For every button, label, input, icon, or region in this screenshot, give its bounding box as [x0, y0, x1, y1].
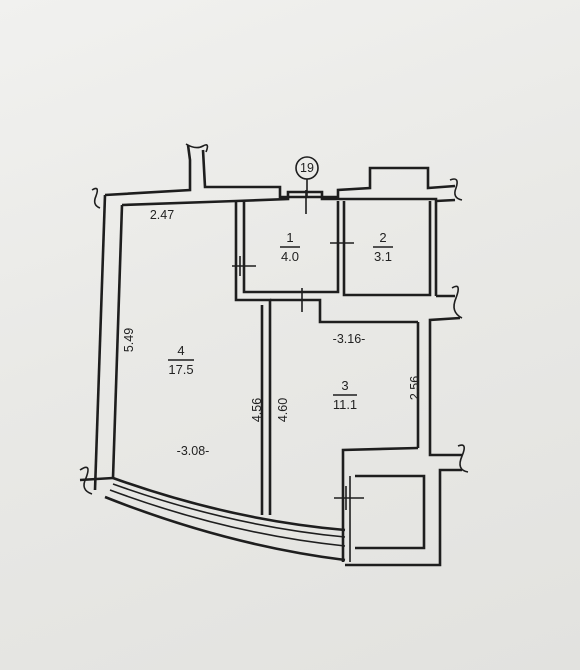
dim-room3-right: 2.56	[408, 376, 422, 400]
top-wall-outer-left	[104, 144, 192, 197]
axis-marker: 19	[295, 156, 319, 197]
dim-room3-top: -3.16-	[333, 332, 366, 346]
left-wall-inner	[111, 204, 124, 479]
top-wall-inner-left	[121, 199, 237, 207]
room-1-number: 1	[286, 230, 293, 245]
small-room-box	[355, 474, 426, 550]
wall-break-mark	[185, 143, 209, 153]
right-bottom-outer	[345, 468, 462, 567]
dim-room4-top: 2.47	[150, 208, 174, 222]
door-marks	[232, 190, 364, 510]
room-labels: 1 4.0 2 3.1 3 11.1 4 17.5	[168, 230, 393, 412]
dim-room4-right: 4.56	[250, 398, 264, 422]
small-room-top	[341, 446, 419, 476]
left-wall-outer	[93, 194, 107, 491]
curved-wall-line	[112, 483, 346, 538]
top-wall-outer	[201, 149, 456, 199]
wall-break-mark	[79, 466, 93, 495]
dim-room4-bottom: -3.08-	[177, 444, 210, 458]
dim-room3-left: 4.60	[276, 398, 290, 422]
curved-wall-outer	[104, 495, 346, 562]
curved-wall-line	[109, 489, 346, 547]
axis-marker-label: 19	[300, 161, 314, 175]
door-mark	[232, 256, 256, 276]
room-3-area: 11.1	[333, 397, 357, 412]
room2-walls	[342, 201, 432, 297]
room-2-number: 2	[379, 230, 386, 245]
right-wall-outer	[428, 316, 462, 457]
room-4-number: 4	[177, 343, 184, 358]
room3-top-wall	[270, 298, 418, 324]
top-wall-inner	[235, 190, 438, 296]
left-wall-cap	[79, 476, 114, 482]
door-mark	[290, 288, 314, 312]
dimension-labels: 2.47 5.49 -3.08- 4.56 4.60 -3.16- 2.56	[122, 208, 422, 458]
door-mark	[330, 233, 354, 253]
wall-break-mark	[91, 187, 101, 209]
wall-break-mark	[451, 285, 463, 319]
room-4-area: 17.5	[168, 362, 193, 377]
curved-wall-inner	[112, 476, 346, 532]
outer-walls	[79, 143, 469, 567]
interior-walls	[234, 201, 432, 515]
wall-room4-room3	[234, 201, 272, 515]
door-mark	[296, 190, 320, 214]
dim-room4-left: 5.49	[122, 328, 136, 352]
wall-break-mark	[449, 178, 463, 201]
right-wall-top-cap	[435, 198, 456, 203]
wall-break-mark	[457, 444, 469, 473]
room-1-area: 4.0	[281, 249, 299, 264]
room-3-number: 3	[341, 378, 348, 393]
room-2-area: 3.1	[374, 249, 392, 264]
door-mark	[334, 486, 364, 510]
